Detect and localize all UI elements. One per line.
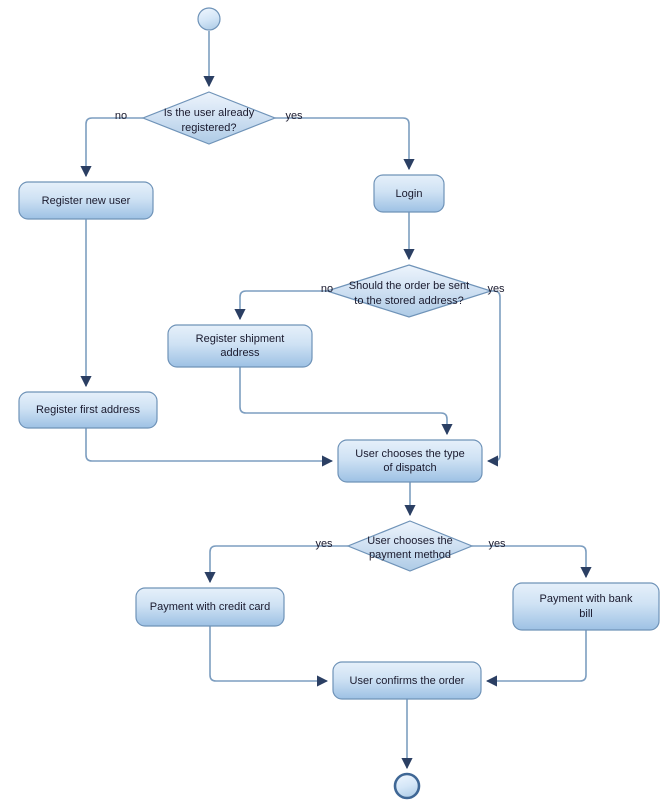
action-shape <box>373 174 445 213</box>
decision-is-user-registered-line2: registered? <box>181 122 236 134</box>
edge-decision-registered-yes <box>275 117 415 171</box>
edge-label-payment-decision-yes-right: yes <box>488 538 506 550</box>
decision-stored-address-line1: Should the order be sent <box>349 280 469 292</box>
edge-decision-stored-address-no <box>234 290 327 321</box>
action-register-shipment-address-line1: Register shipment <box>196 333 285 345</box>
action-register-shipment-address[interactable]: Register shipment address <box>167 324 313 368</box>
action-user-confirms-order[interactable]: User confirms the order <box>332 661 482 700</box>
action-register-first-address-label: Register first address <box>36 404 140 416</box>
action-user-chooses-dispatch-line1: User chooses the type <box>355 448 464 460</box>
action-shape <box>332 661 482 700</box>
edge-decision-stored-address-yes <box>486 290 501 467</box>
action-user-confirms-order-label: User confirms the order <box>350 675 465 687</box>
decision-payment-method-line2: payment method <box>369 549 451 561</box>
action-payment-bank-bill-line1: Payment with bank <box>540 593 633 605</box>
decision-shape <box>346 520 474 572</box>
decision-is-user-registered[interactable]: Is the user already registered? <box>141 91 277 145</box>
action-shape <box>167 324 313 368</box>
action-register-new-user[interactable]: Register new user <box>18 181 154 220</box>
decision-shape <box>141 91 277 145</box>
edge-credit-card-to-confirm <box>209 626 329 687</box>
final-node[interactable] <box>393 772 421 800</box>
action-payment-bank-bill-line2: bill <box>579 608 592 620</box>
decision-is-user-registered-line1: Is the user already <box>164 107 255 119</box>
edge-decision-registered-no <box>80 117 143 178</box>
action-user-chooses-dispatch[interactable]: User chooses the type of dispatch <box>337 439 483 483</box>
action-register-first-address[interactable]: Register first address <box>18 391 158 429</box>
initial-node[interactable] <box>197 7 221 31</box>
action-shape <box>135 587 285 627</box>
decision-payment-method[interactable]: User chooses the payment method <box>346 520 474 572</box>
decision-payment-method-line1: User chooses the <box>367 535 453 547</box>
edge-shipment-address-to-dispatch <box>239 367 453 436</box>
edge-label-decision-registered-no: no <box>115 110 127 122</box>
action-register-shipment-address-line2: address <box>220 347 260 359</box>
action-register-new-user-label: Register new user <box>42 195 131 207</box>
action-payment-credit-card-label: Payment with credit card <box>150 601 270 613</box>
decision-stored-address-line2: to the stored address? <box>354 295 463 307</box>
edge-label-decision-registered-yes: yes <box>285 110 303 122</box>
decision-stored-address[interactable]: Should the order be sent to the stored a… <box>325 264 493 318</box>
action-user-chooses-dispatch-line2: of dispatch <box>383 462 436 474</box>
final-node-outer-ring <box>393 772 421 800</box>
action-payment-credit-card[interactable]: Payment with credit card <box>135 587 285 627</box>
action-login[interactable]: Login <box>373 174 445 213</box>
edge-first-address-to-dispatch <box>85 428 334 467</box>
action-shape <box>18 181 154 220</box>
action-shape <box>18 391 158 429</box>
action-shape <box>337 439 483 483</box>
action-payment-bank-bill[interactable]: Payment with bank bill <box>512 582 660 631</box>
action-shape <box>512 582 660 631</box>
edge-payment-decision-yes-right <box>472 545 592 579</box>
edge-label-decision-stored-address-no: no <box>321 283 333 295</box>
edge-label-decision-stored-address-yes: yes <box>487 283 505 295</box>
decision-shape <box>325 264 493 318</box>
edge-label-payment-decision-yes-left: yes <box>315 538 333 550</box>
action-login-label: Login <box>396 188 423 200</box>
edge-payment-decision-yes-left <box>204 545 348 584</box>
edge-bank-bill-to-confirm <box>485 630 587 687</box>
